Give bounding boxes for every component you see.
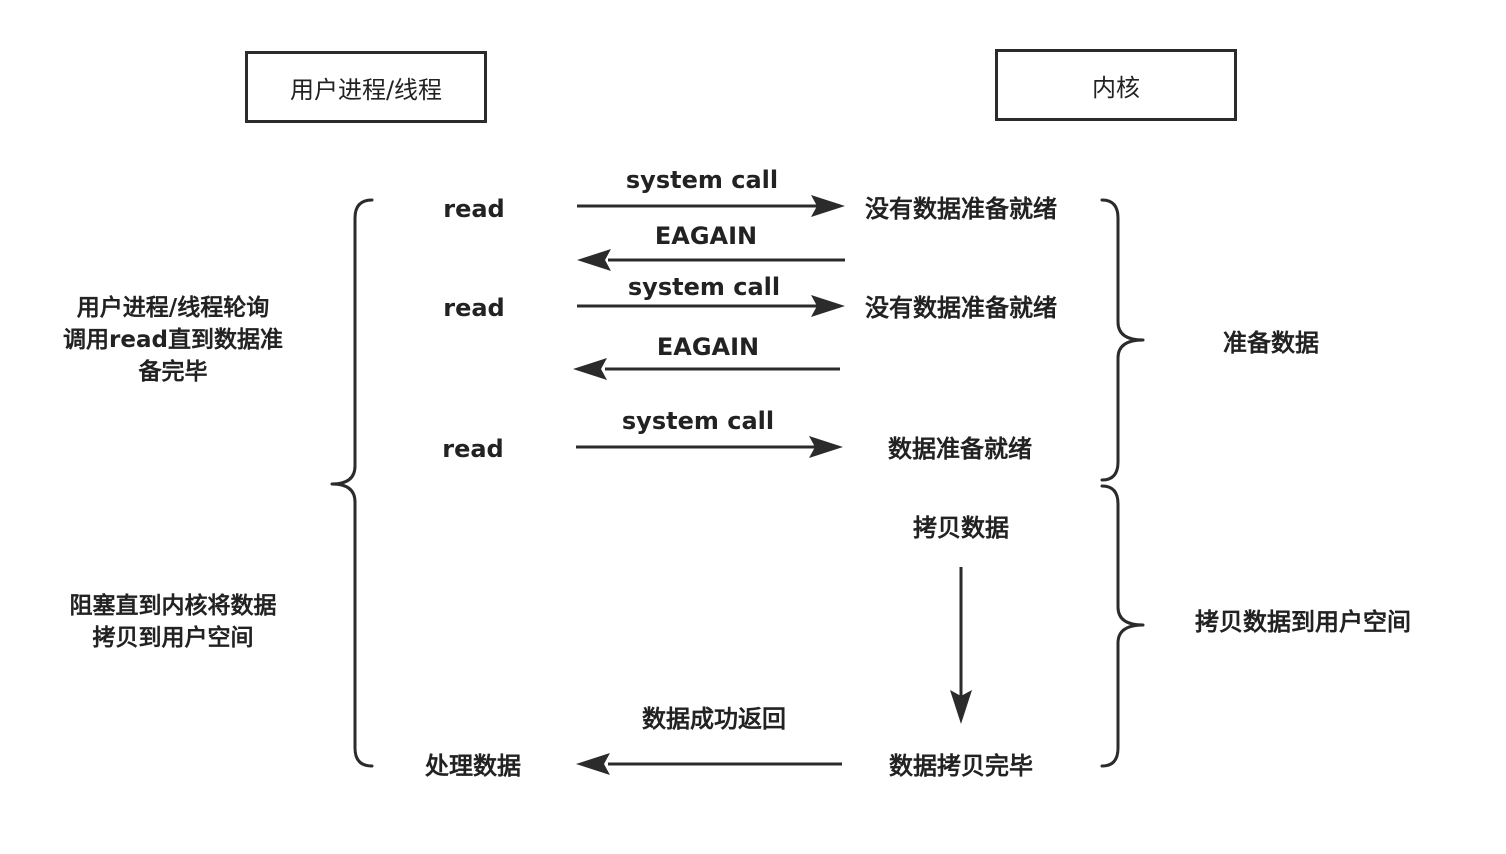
user-process-header-label: 用户进程/线程: [289, 75, 443, 104]
call1-arrowhead: [811, 195, 845, 217]
copy-data-label: 拷贝数据: [913, 514, 1009, 542]
kernel-header-label: 内核: [1092, 73, 1140, 102]
kernel-header: 内核: [995, 49, 1237, 121]
blocking-note: 阻塞直到内核将数据 拷贝到用户空间: [69, 593, 277, 651]
process-data-label: 处理数据: [425, 752, 521, 780]
eagain1-arrowhead: [577, 249, 611, 271]
user-process-header: 用户进程/线程: [245, 51, 487, 123]
eagain-label-2: EAGAIN: [656, 333, 760, 361]
copy-done-label: 数据拷贝完毕: [889, 752, 1033, 780]
right-brace-upper: [1100, 198, 1145, 482]
kernel-status-3: 数据准备就绪: [888, 435, 1032, 463]
left-brace-upper: [330, 198, 374, 504]
system-call-label-1: system call: [625, 166, 779, 194]
eagain-label-1: EAGAIN: [654, 222, 758, 250]
return-success-label: 数据成功返回: [642, 705, 786, 733]
system-call-label-3: system call: [621, 407, 775, 435]
read-label-2: read: [443, 294, 505, 322]
kernel-status-2: 没有数据准备就绪: [865, 294, 1057, 322]
kernel-status-1: 没有数据准备就绪: [865, 195, 1057, 223]
return-arrowhead: [576, 753, 610, 775]
copy-arrowhead: [950, 690, 972, 724]
copy-to-user-note: 拷贝数据到用户空间: [1195, 608, 1411, 636]
call2-arrowhead: [811, 295, 845, 317]
read-label-1: read: [443, 195, 505, 223]
prepare-data-note: 准备数据: [1223, 329, 1319, 357]
read-label-3: read: [442, 435, 504, 463]
left-brace-lower: [353, 500, 374, 768]
right-brace-lower: [1100, 484, 1145, 768]
call3-arrowhead: [809, 436, 843, 458]
system-call-label-2: system call: [627, 273, 781, 301]
eagain2-arrowhead: [573, 358, 607, 380]
polling-note: 用户进程/线程轮询 调用read直到数据准 备完毕: [63, 295, 283, 385]
